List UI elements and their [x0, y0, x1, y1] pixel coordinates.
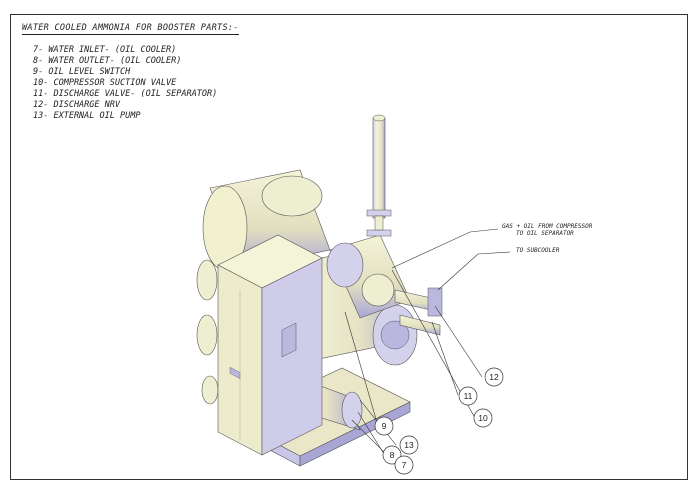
callout-7-label: 7	[402, 460, 407, 470]
drawing-border	[10, 14, 688, 480]
callout-9-label: 9	[382, 421, 387, 431]
gas-oil-note-line2: TO OIL SEPARATOR	[516, 230, 574, 237]
callout-13-label: 13	[404, 440, 414, 450]
gas-oil-note: GAS + OIL FROM COMPRESSOR TO OIL SEPARAT…	[502, 223, 592, 237]
drawing-title: WATER COOLED AMMONIA FOR BOOSTER PARTS:-	[22, 23, 239, 35]
callout-8-label: 8	[390, 450, 395, 460]
parts-list: 7- WATER INLET- (OIL COOLER) 8- WATER OU…	[33, 45, 217, 122]
side-cylinders	[196, 259, 219, 405]
callout-7: 7	[394, 455, 414, 475]
part-item-13: 13- EXTERNAL OIL PUMP	[33, 111, 141, 121]
callout-10-label: 10	[478, 413, 488, 423]
callout-11: 11	[458, 386, 478, 406]
part-item-12: 12- DISCHARGE NRV	[33, 100, 120, 110]
part-item-9: 9- OIL LEVEL SWITCH	[33, 67, 131, 77]
callout-10: 10	[473, 408, 493, 428]
part-item-7: 7- WATER INLET- (OIL COOLER)	[33, 45, 177, 55]
motor-cylinder	[202, 169, 331, 271]
callout-12-label: 12	[489, 372, 499, 382]
callout-12: 12	[484, 367, 504, 387]
callouts: 12 11 10 9 13 8 7	[374, 367, 504, 475]
compressor-body	[326, 234, 411, 319]
callout-13: 13	[399, 435, 419, 455]
part-item-11: 11- DISCHARGE VALVE- (OIL SEPARATOR)	[33, 89, 218, 99]
subcooler-note: TO SUBCOOLER	[516, 247, 560, 254]
control-panel	[217, 234, 323, 456]
part-item-8: 8- WATER OUTLET- (OIL COOLER)	[33, 56, 182, 66]
gas-oil-note-line1: GAS + OIL FROM COMPRESSOR	[502, 223, 593, 230]
part-item-10: 10- COMPRESSOR SUCTION VALVE	[33, 78, 177, 88]
callout-9: 9	[374, 416, 394, 436]
vertical-pipe	[366, 114, 392, 237]
callout-11-label: 11	[464, 391, 473, 401]
